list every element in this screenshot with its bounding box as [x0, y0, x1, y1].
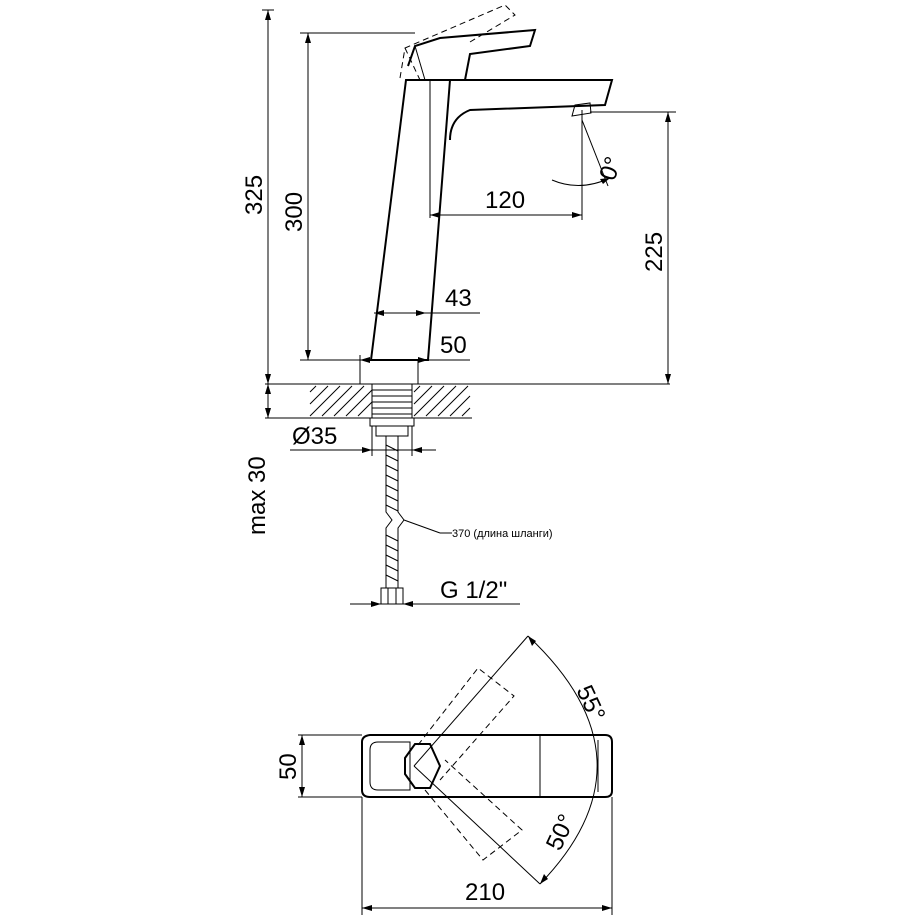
dim-spout-reach: 120	[430, 110, 583, 220]
dim-max-thickness: max 30	[244, 384, 271, 535]
dim-body-width-top: 43	[374, 285, 480, 316]
dim-total-height: 325	[241, 9, 274, 384]
hole-diameter-label: Ø35	[292, 423, 337, 450]
spout-reach-label: 120	[485, 187, 525, 214]
body-width-top-label: 43	[445, 285, 472, 312]
dim-total-length: 210	[361, 797, 613, 915]
dim-hole-diameter: Ø35	[290, 423, 436, 456]
max-thickness-label: max 30	[244, 456, 271, 535]
side-view: 325 300 120 0°	[241, 4, 676, 607]
dim-body-width-base: 50	[359, 332, 470, 384]
hose-length-label: 370 (длина шланги)	[452, 528, 553, 540]
dim-body-height: 300	[281, 32, 415, 361]
hose-length-note: 370 (длина шланги)	[403, 519, 553, 540]
rotate-left-label: 55°	[571, 681, 611, 725]
thread-label: G 1/2"	[440, 577, 507, 604]
total-height-label: 325	[241, 175, 268, 215]
spout-height-label: 225	[641, 232, 668, 272]
dim-spout-angle: 0°	[551, 119, 627, 188]
body-width-base-label: 50	[440, 332, 467, 359]
spout-angle-label: 0°	[594, 153, 627, 184]
top-width-label: 50	[275, 753, 302, 780]
dim-top-width: 50	[275, 734, 362, 798]
rotate-right-label: 50°	[541, 810, 581, 854]
dim-spout-height: 225	[590, 111, 676, 384]
hose	[380, 436, 405, 605]
body-height-label: 300	[281, 192, 308, 232]
total-length-label: 210	[465, 879, 505, 906]
countertop	[265, 383, 670, 419]
faucet-body	[359, 4, 614, 437]
top-view: 55° 50° 50 210	[275, 635, 613, 915]
dim-thread: G 1/2"	[350, 577, 520, 607]
